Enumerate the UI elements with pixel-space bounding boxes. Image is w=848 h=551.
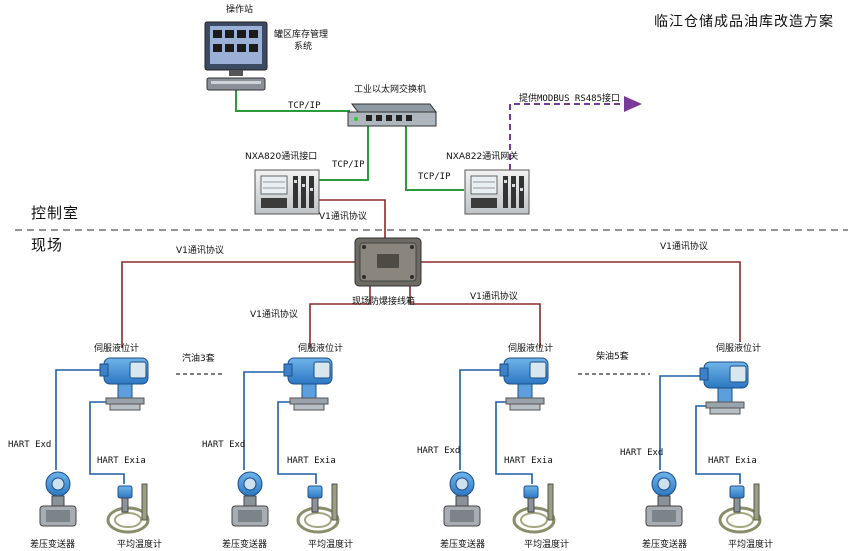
- servo-level-gauge-icon: [283, 357, 333, 411]
- servo-gauge-label: 伺服液位计: [716, 344, 762, 354]
- modbus-label: 提供MODBUS RS485接口: [519, 94, 621, 104]
- servo-gauge-label: 伺服液位计: [298, 344, 344, 354]
- hart-exia-label: HART Exia: [287, 456, 336, 466]
- servo-gauge-label: 伺服液位计: [508, 344, 554, 354]
- hart-exia-label: HART Exia: [97, 456, 146, 466]
- junction-box-icon: [354, 237, 422, 287]
- dp-transmitter-icon: [39, 471, 77, 527]
- servo-level-gauge-icon: [699, 361, 749, 415]
- tcp-station-label: TCP/IP: [288, 101, 321, 111]
- dp-transmitter-label: 差压变送器: [642, 540, 688, 550]
- diagram-title: 临江仓储成品油库改造方案: [654, 14, 834, 30]
- servo-level-gauge-icon: [99, 357, 149, 411]
- dp-transmitter-label: 差压变送器: [440, 540, 486, 550]
- dp-transmitter-icon: [645, 471, 683, 527]
- hart-lines: [55, 369, 741, 484]
- operator-station-label: 操作站: [226, 5, 254, 15]
- operator-station-icon: [204, 21, 268, 91]
- hart-exd-label: HART Exd: [417, 446, 461, 456]
- dp-transmitter-icon: [231, 471, 269, 527]
- nxa822-label: NXA822通讯网关: [446, 152, 519, 162]
- station-desc-line1: 罐区库存管理: [274, 30, 329, 40]
- dp-transmitter-icon: [443, 471, 481, 527]
- v1-far-left-label: V1通讯协议: [176, 246, 224, 256]
- avg-thermometer-icon: [718, 483, 762, 534]
- hart-exia-label: HART Exia: [708, 456, 757, 466]
- v1-far-right-label: V1通讯协议: [660, 242, 708, 252]
- v1-mid-right-label: V1通讯协议: [470, 292, 518, 302]
- hart-exd-label: HART Exd: [8, 440, 52, 450]
- station-desc-line2: 系统: [294, 42, 313, 52]
- modbus-link: [509, 96, 642, 180]
- avg-thermometer-label: 平均温度计: [728, 540, 774, 550]
- nxa822-device-icon: [464, 169, 530, 215]
- servo-level-gauge-icon: [499, 357, 549, 411]
- zone-control-room: 控制室: [31, 204, 80, 222]
- dp-transmitter-label: 差压变送器: [30, 540, 76, 550]
- v1-mid-left-label: V1通讯协议: [250, 310, 298, 320]
- ethernet-switch-icon: [347, 103, 437, 127]
- avg-thermometer-label: 平均温度计: [117, 540, 163, 550]
- field-instruments: [39, 357, 762, 534]
- junction-box-label: 现场防爆接线箱: [352, 297, 416, 307]
- avg-thermometer-icon: [512, 483, 556, 534]
- avg-thermometer-icon: [296, 483, 340, 534]
- diesel-label: 柴油5套: [596, 352, 629, 362]
- tcp-right-label: TCP/IP: [418, 172, 451, 182]
- nxa820-device-icon: [254, 169, 320, 215]
- hart-exia-label: HART Exia: [504, 456, 553, 466]
- hart-exd-label: HART Exd: [202, 440, 246, 450]
- zone-field: 现场: [31, 236, 64, 254]
- v1-bus-lines: [121, 199, 741, 348]
- dp-transmitter-label: 差压变送器: [222, 540, 268, 550]
- ethernet-links: [235, 90, 464, 191]
- v1-down-label: V1通讯协议: [319, 212, 367, 222]
- hart-exd-label: HART Exd: [620, 448, 664, 458]
- avg-thermometer-label: 平均温度计: [524, 540, 570, 550]
- avg-thermometer-icon: [106, 483, 150, 534]
- avg-thermometer-label: 平均温度计: [308, 540, 354, 550]
- tcp-left-label: TCP/IP: [332, 160, 365, 170]
- servo-gauge-label: 伺服液位计: [94, 344, 140, 354]
- switch-label: 工业以太网交换机: [354, 85, 427, 95]
- nxa820-label: NXA820通讯接口: [245, 152, 318, 162]
- gasoline-label: 汽油3套: [182, 354, 215, 364]
